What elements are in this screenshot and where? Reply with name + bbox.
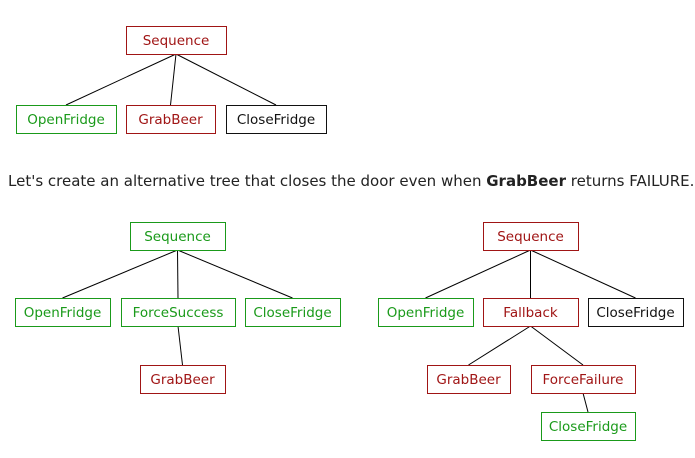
node-label: Fallback xyxy=(503,305,558,321)
node-label: CloseFridge xyxy=(549,419,627,435)
node-label: GrabBeer xyxy=(436,372,501,388)
caption-after: returns FAILURE. xyxy=(565,172,695,190)
node-label: OpenFridge xyxy=(24,305,102,321)
edge-seq-close xyxy=(530,249,636,299)
edge-seq-open xyxy=(62,249,178,299)
node-label: ForceSuccess xyxy=(133,305,224,321)
caption: Let's create an alternative tree that cl… xyxy=(8,171,695,191)
node-open: OpenFridge xyxy=(16,105,117,134)
node-box xyxy=(126,105,216,134)
node-grab: GrabBeer xyxy=(126,105,216,134)
node-close: CloseFridge xyxy=(245,298,341,327)
node-label: OpenFridge xyxy=(27,112,105,128)
edge-forcefail-close2 xyxy=(582,392,589,413)
node-open: OpenFridge xyxy=(378,298,474,327)
edge-seq-open xyxy=(425,249,531,299)
caption-bold: GrabBeer xyxy=(486,172,566,190)
node-close: CloseFridge xyxy=(226,105,327,134)
node-label: ForceFailure xyxy=(543,372,624,388)
node-seq: Sequence xyxy=(130,222,226,251)
node-box xyxy=(588,298,684,327)
node-fallback: Fallback xyxy=(483,298,579,327)
node-box xyxy=(140,365,226,394)
edge-seq-close xyxy=(175,53,277,106)
node-seq: Sequence xyxy=(126,26,227,55)
node-label: Sequence xyxy=(497,229,564,245)
edge-fallback-forcefail xyxy=(530,325,584,366)
node-box xyxy=(126,26,227,55)
node-seq: Sequence xyxy=(483,222,579,251)
node-label: Sequence xyxy=(143,33,210,49)
edge-seq-close xyxy=(177,249,293,299)
node-box xyxy=(378,298,474,327)
node-close: CloseFridge xyxy=(588,298,684,327)
edge-seq-grab xyxy=(170,53,177,106)
node-box xyxy=(121,298,236,327)
node-label: CloseFridge xyxy=(237,112,315,128)
caption-before: Let's create an alternative tree that cl… xyxy=(8,172,487,190)
node-box xyxy=(245,298,341,327)
node-label: OpenFridge xyxy=(387,305,465,321)
node-box xyxy=(15,298,111,327)
node-label: CloseFridge xyxy=(596,305,674,321)
node-close2: CloseFridge xyxy=(541,412,636,441)
edge-force-grab xyxy=(177,325,183,366)
node-box xyxy=(541,412,636,441)
node-label: CloseFridge xyxy=(253,305,331,321)
node-box xyxy=(531,365,636,394)
node-forcefail: ForceFailure xyxy=(531,365,636,394)
edge-seq-force xyxy=(177,249,179,299)
node-grab: GrabBeer xyxy=(427,365,511,394)
node-label: GrabBeer xyxy=(138,112,203,128)
node-box xyxy=(16,105,117,134)
node-box xyxy=(483,222,579,251)
node-grab: GrabBeer xyxy=(140,365,226,394)
node-box xyxy=(483,298,579,327)
node-force: ForceSuccess xyxy=(121,298,236,327)
node-box xyxy=(427,365,511,394)
node-box xyxy=(130,222,226,251)
node-box xyxy=(226,105,327,134)
edge-seq-open xyxy=(65,53,177,106)
node-label: GrabBeer xyxy=(150,372,215,388)
node-open: OpenFridge xyxy=(15,298,111,327)
edge-fallback-grab xyxy=(468,325,531,366)
node-label: Sequence xyxy=(144,229,211,245)
